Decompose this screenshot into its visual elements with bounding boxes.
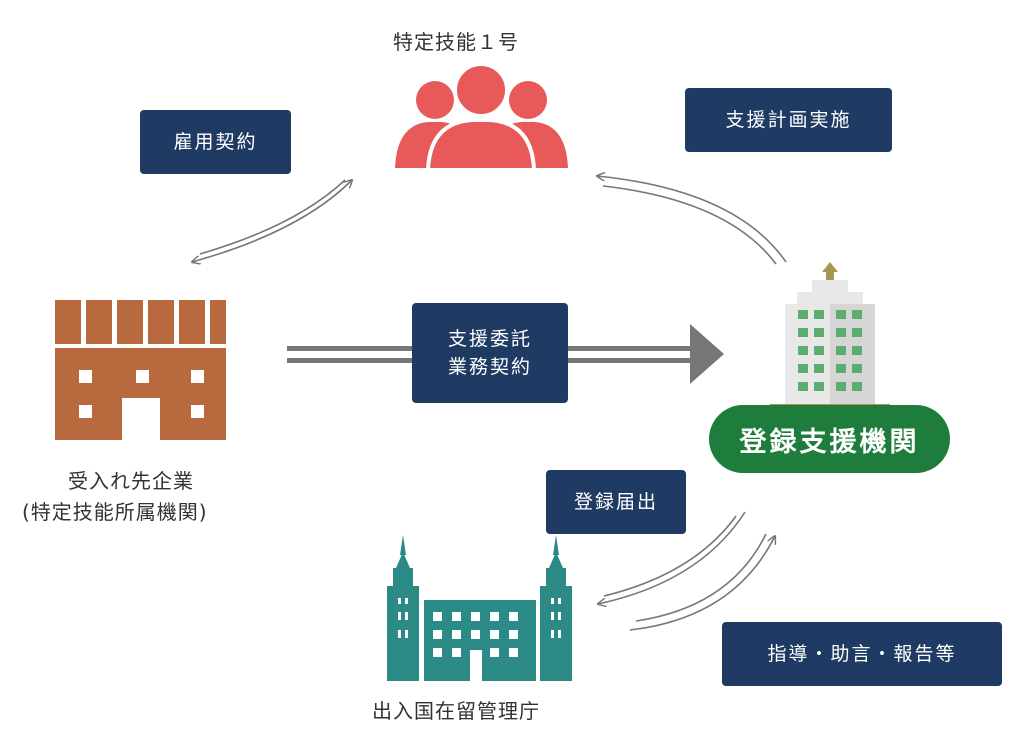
employment-arrow [192,180,352,262]
support-organization-building-icon [770,262,890,412]
employment-contract-box: 雇用契約 [140,110,291,174]
support-organization-label: 登録支援機関 [709,405,950,473]
registration-box: 登録届出 [546,470,686,534]
company-building-icon [55,300,226,440]
immigration-agency-building-icon [387,535,572,681]
workers-icon [395,62,568,172]
company-label: 受入れ先企業 [68,469,194,493]
support-plan-arrow [597,176,787,265]
support-plan-box: 支援計画実施 [685,88,892,152]
consignment-line2: 業務契約 [447,356,532,378]
guidance-arrow [629,533,775,631]
worker-label: 特定技能１号 [393,30,519,54]
registration-arrow [598,511,746,604]
company-sublabel: (特定技能所属機関) [22,500,208,524]
guidance-box: 指導・助言・報告等 [722,622,1002,686]
agency-label: 出入国在留管理庁 [372,699,540,723]
consignment-line1: 支援委託 [447,327,532,350]
consignment-contract-box: 支援委託 業務契約 [412,303,568,403]
